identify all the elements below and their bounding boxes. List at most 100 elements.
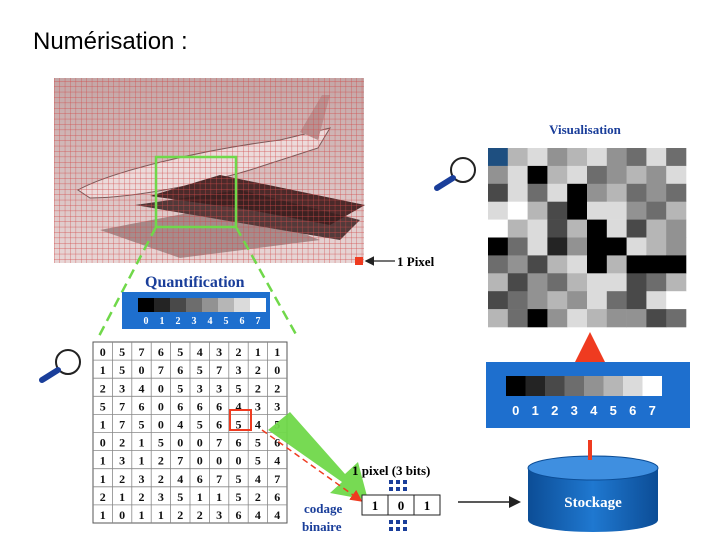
visual-pixel — [646, 219, 667, 238]
magnifier-icon — [434, 157, 476, 191]
visual-pixel — [527, 148, 548, 167]
visual-pixel — [646, 183, 667, 202]
visual-pixel — [567, 291, 588, 310]
matrix-cell: 0 — [158, 381, 164, 395]
matrix-cell: 7 — [158, 363, 164, 377]
selected-pixel-box — [229, 409, 252, 431]
zoom-line-right — [234, 226, 300, 339]
gray-level-swatch — [506, 376, 526, 396]
visual-pixel — [488, 291, 509, 310]
scale-digit: 7 — [649, 403, 656, 418]
pixel-marker — [355, 257, 363, 265]
matrix-cell: 4 — [255, 472, 261, 486]
matrix-cell: 0 — [177, 436, 183, 450]
visual-pixel — [547, 309, 568, 328]
matrix-cell: 4 — [255, 418, 261, 432]
visual-pixel — [547, 237, 568, 256]
matrix-cell: 1 — [158, 508, 164, 522]
visual-pixel — [587, 183, 608, 202]
visual-pixel — [587, 309, 608, 328]
matrix-cell: 5 — [197, 418, 203, 432]
binaire-label: binaire — [302, 519, 342, 534]
matrix-cell: 2 — [236, 345, 242, 359]
matrix-cell: 5 — [100, 399, 106, 413]
matrix-cell: 3 — [216, 381, 222, 395]
visual-pixel — [547, 165, 568, 185]
visual-pixel — [587, 273, 608, 292]
visual-pixel — [507, 237, 528, 256]
matrix-cell: 6 — [158, 345, 164, 359]
gray-level-swatch — [603, 376, 623, 396]
gray-level-swatch — [250, 298, 266, 312]
matrix-cell: 4 — [177, 418, 183, 432]
matrix-cell: 3 — [119, 454, 125, 468]
matrix-cell: 1 — [100, 472, 106, 486]
matrix-cell: 6 — [274, 490, 280, 504]
matrix-cell: 6 — [274, 436, 280, 450]
scale-digit: 0 — [512, 403, 519, 418]
visual-pixel — [646, 273, 667, 292]
matrix-cell: 0 — [158, 418, 164, 432]
visual-pixel — [527, 165, 548, 185]
visual-pixel — [666, 165, 687, 185]
quantification-label: Quantification — [145, 274, 245, 291]
matrix-cell: 5 — [255, 436, 261, 450]
pixel-to-code-arrow — [261, 429, 363, 502]
visual-pixel — [626, 237, 647, 256]
binary-digit: 0 — [398, 498, 405, 513]
visual-pixel — [507, 183, 528, 202]
matrix-cell: 7 — [274, 472, 280, 486]
matrix-cell: 4 — [177, 472, 183, 486]
visual-pixel — [646, 291, 667, 310]
page-title: Numérisation : — [33, 28, 188, 55]
visual-pixel — [488, 237, 509, 256]
matrix-cell: 5 — [236, 418, 242, 432]
airplane-image — [54, 78, 365, 263]
visual-pixel — [488, 309, 509, 328]
scale-digit: 4 — [590, 403, 598, 418]
matrix-cell: 6 — [197, 472, 203, 486]
gray-level-swatch — [138, 298, 154, 312]
binary-digit: 1 — [372, 498, 379, 513]
visual-pixel — [547, 148, 568, 167]
matrix-cell: 0 — [158, 399, 164, 413]
scale-digit: 2 — [176, 316, 181, 327]
matrix-cell: 1 — [216, 490, 222, 504]
visual-pixel — [626, 219, 647, 238]
visual-pixel — [567, 255, 588, 274]
matrix-cell: 0 — [119, 508, 125, 522]
gray-level-swatch — [202, 298, 218, 312]
matrix-cell: 2 — [255, 381, 261, 395]
matrix-cell: 1 — [100, 454, 106, 468]
visual-pixel — [527, 183, 548, 202]
visual-pixel — [507, 165, 528, 185]
matrix-cell: 3 — [236, 363, 242, 377]
gray-level-swatch — [584, 376, 604, 396]
visual-pixel — [507, 148, 528, 167]
visual-pixel — [587, 201, 608, 220]
matrix-cell: 3 — [274, 399, 280, 413]
visualisation-grid — [488, 148, 687, 328]
matrix-cell: 4 — [255, 508, 261, 522]
matrix-cell: 6 — [139, 399, 145, 413]
visual-pixel — [626, 148, 647, 167]
visual-pixel — [567, 309, 588, 328]
matrix-cell: 6 — [177, 363, 183, 377]
matrix-cell: 2 — [274, 381, 280, 395]
storage-label: Stockage — [564, 495, 622, 511]
matrix-cell: 4 — [197, 345, 203, 359]
magnifier-icon — [39, 349, 81, 383]
matrix-cell: 1 — [100, 508, 106, 522]
visual-pixel — [587, 237, 608, 256]
visual-pixel — [587, 219, 608, 238]
matrix-cell: 6 — [236, 508, 242, 522]
visual-pixel — [606, 237, 627, 256]
visual-pixel — [666, 255, 687, 274]
visual-pixel — [666, 148, 687, 167]
visual-pixel — [606, 148, 627, 167]
visual-pixel — [606, 201, 627, 220]
matrix-cell: 2 — [100, 381, 106, 395]
visual-pixel — [587, 165, 608, 185]
